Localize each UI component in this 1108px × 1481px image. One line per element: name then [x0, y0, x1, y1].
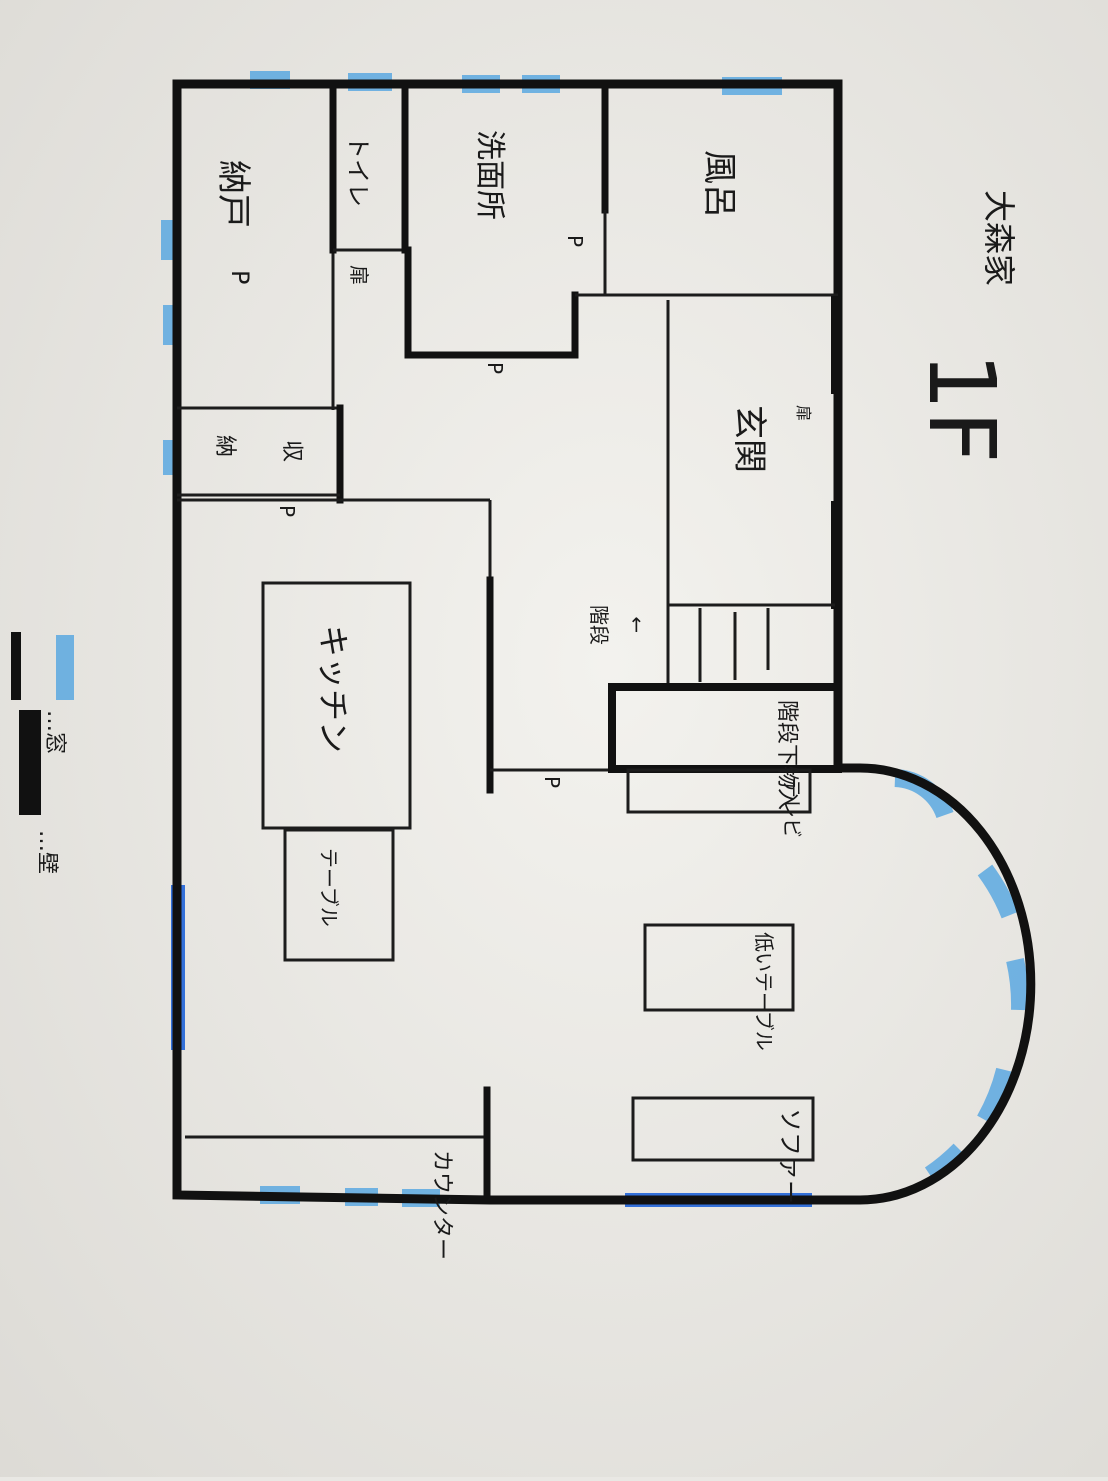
label-sofa: ソファー [776, 1108, 804, 1204]
label-under-stairs: 階段下物入 [774, 700, 799, 810]
family-name: 大森家 [980, 190, 1018, 286]
legend-wall-label: …壁 [34, 830, 59, 874]
label-table: テーブル [317, 848, 341, 927]
label-washroom: 洗面所 [472, 130, 507, 220]
sofa-box [631, 1096, 815, 1162]
tv-box [626, 768, 812, 814]
legend-window-label: …窓 [42, 710, 67, 754]
table-box [283, 828, 395, 962]
label-counter: カウンター [429, 1150, 454, 1260]
door-mark-storage: P [226, 270, 254, 284]
label-storage-small-a: 収 [279, 440, 304, 462]
label-toilet: トイレ [344, 135, 372, 207]
label-stairs: 階段 [587, 605, 611, 645]
legend: …窓 …壁 [11, 632, 67, 874]
door-mark-small-storage: P [275, 505, 299, 517]
label-tv: テレビ [780, 778, 804, 838]
label-bath: 風呂 [699, 150, 739, 218]
label-storage-small-b: 納 [212, 435, 237, 457]
door-mark-kitchen: P [540, 776, 564, 788]
furniture [261, 581, 815, 1162]
label-storage-main: 納戸 [213, 160, 253, 228]
outer-walls [172, 79, 1036, 1205]
low-table-box [643, 923, 795, 1012]
floor-number: 1F [908, 352, 1015, 463]
label-kitchen: キッチン [314, 625, 352, 753]
room-labels: 風呂 洗面所 トイレ 納戸 収 納 玄関 キッチン テーブル 階段 階段下物入 … [212, 130, 804, 1260]
title-block: 大森家 1F [908, 190, 1018, 463]
label-low-table: 低いテーブル [752, 932, 776, 1051]
interior-walls [177, 86, 842, 1199]
stairs-arrow: ↑ [628, 613, 645, 637]
door-marks: P P P P P 扉 扉 ↑ [226, 235, 813, 788]
kitchen-counter-box [261, 581, 412, 830]
label-entrance: 玄関 [729, 405, 769, 473]
door-label-toilet: 扉 [347, 265, 371, 285]
door-mark-washroom: P [563, 235, 587, 247]
door-mark-hall: P [483, 362, 507, 374]
door-label-entrance: 扉 [794, 405, 813, 421]
